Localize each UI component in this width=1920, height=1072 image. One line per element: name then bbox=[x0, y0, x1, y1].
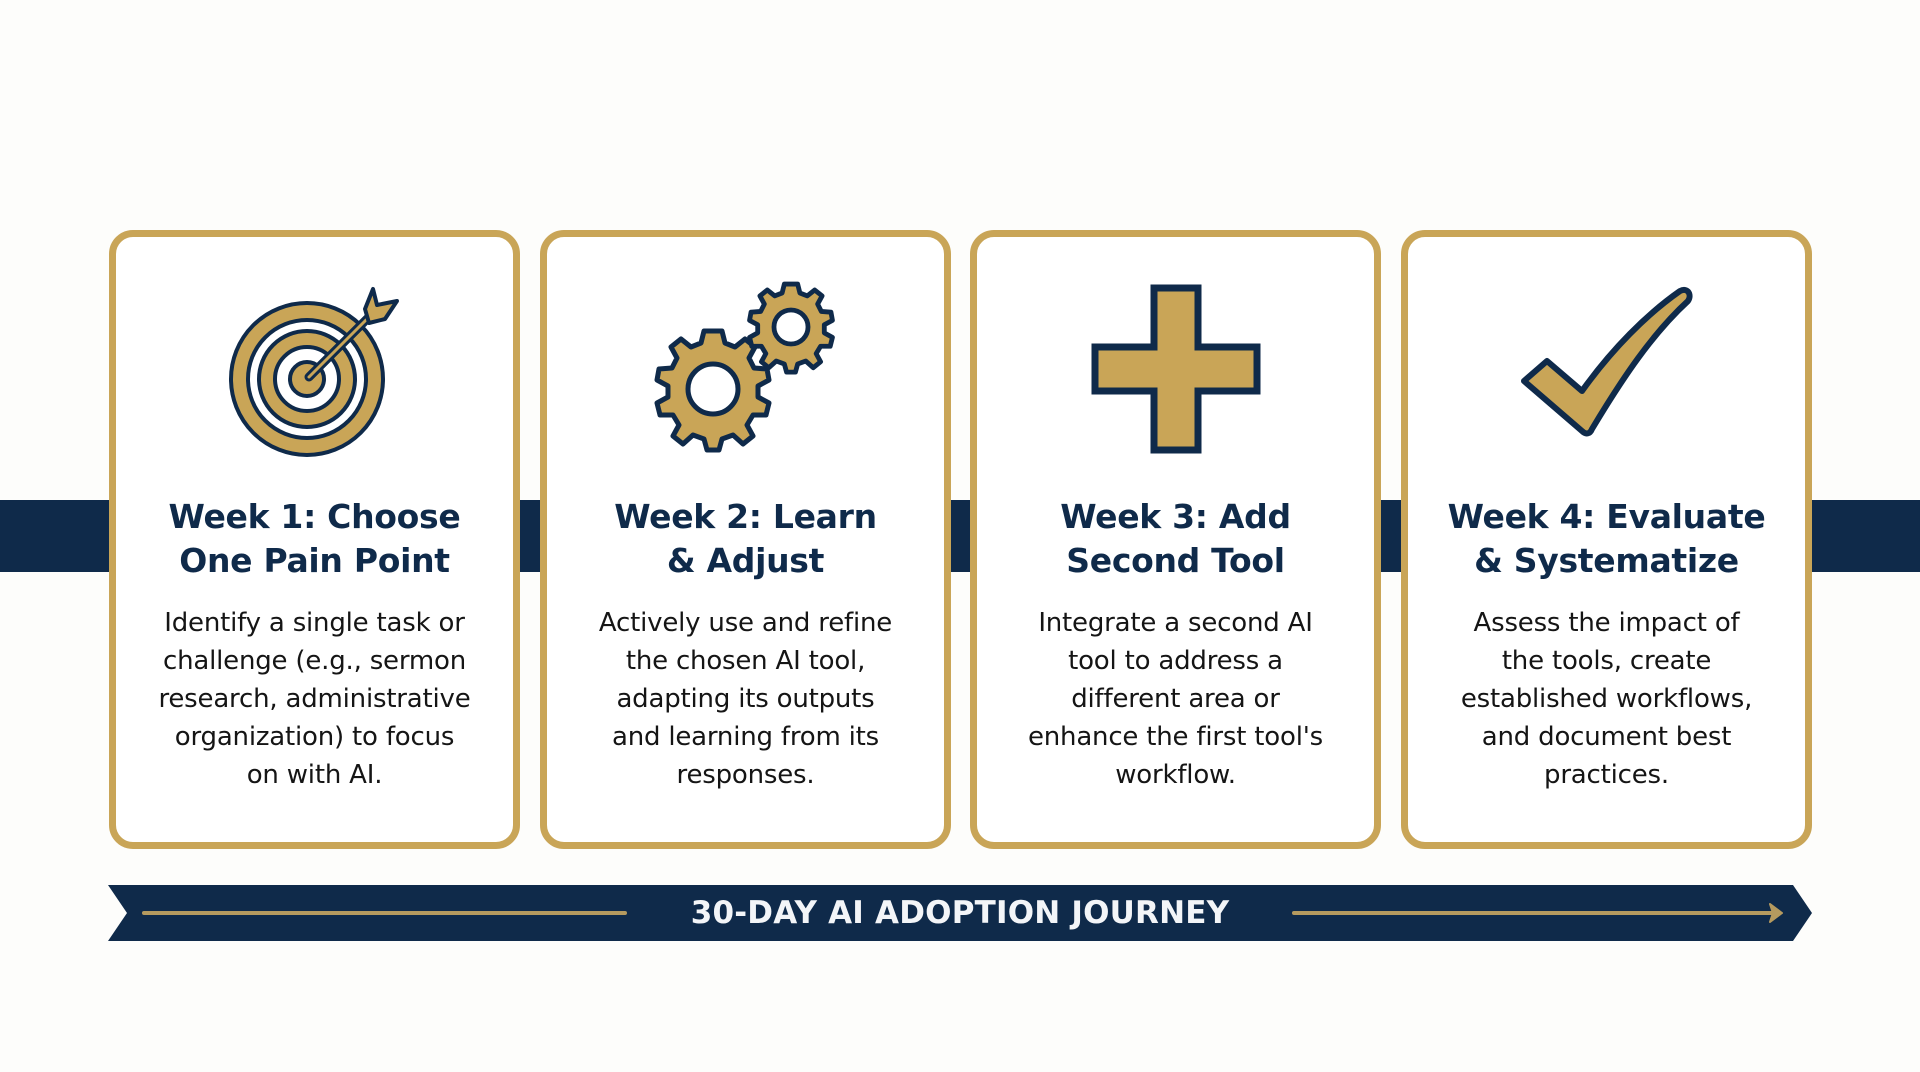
description-line: established workflows, bbox=[1460, 684, 1753, 714]
description-line: enhance the first tool's bbox=[1027, 722, 1324, 752]
description-line: challenge (e.g., sermon bbox=[163, 646, 466, 676]
step-title-line: One Pain Point bbox=[179, 541, 450, 580]
step-title-line: Week 3: Add bbox=[1060, 497, 1291, 536]
description-line: Actively use and refine bbox=[598, 608, 893, 638]
step-description: Integrate a second AI tool to address a … bbox=[985, 604, 1366, 794]
step-card-week-1: Week 1: Choose One Pain Point Identify a… bbox=[109, 230, 520, 849]
step-title-line: Week 1: Choose bbox=[168, 497, 461, 536]
description-line: on with AI. bbox=[246, 760, 383, 790]
step-title-line: Second Tool bbox=[1066, 541, 1285, 580]
target-arrow-icon bbox=[228, 287, 399, 457]
description-line: the tools, create bbox=[1501, 646, 1712, 676]
description-line: tool to address a bbox=[1068, 646, 1283, 676]
step-title: Week 2: Learn & Adjust bbox=[547, 495, 944, 583]
description-line: Integrate a second AI bbox=[1038, 608, 1313, 638]
description-line: responses. bbox=[676, 760, 815, 790]
step-title-line: & Systematize bbox=[1474, 541, 1739, 580]
step-title-line: & Adjust bbox=[666, 541, 825, 580]
description-line: research, administrative bbox=[158, 684, 471, 714]
step-card-week-2: Week 2: Learn & Adjust Actively use and … bbox=[540, 230, 951, 849]
plus-icon bbox=[1091, 284, 1260, 454]
description-line: different area or bbox=[1071, 684, 1280, 714]
description-line: and document best bbox=[1481, 722, 1732, 752]
description-line: practices. bbox=[1544, 760, 1669, 790]
banner-ribbon bbox=[108, 885, 1812, 941]
description-line: workflow. bbox=[1115, 760, 1236, 790]
step-description: Assess the impact of the tools, create e… bbox=[1416, 604, 1797, 794]
step-description: Actively use and refine the chosen AI to… bbox=[555, 604, 936, 794]
description-line: organization) to focus bbox=[174, 722, 455, 752]
description-line: adapting its outputs bbox=[616, 684, 875, 714]
description-line: and learning from its bbox=[611, 722, 880, 752]
step-card-week-3: Week 3: Add Second Tool Integrate a seco… bbox=[970, 230, 1381, 849]
arrow-right-icon bbox=[1292, 903, 1783, 923]
checkmark-icon bbox=[1520, 287, 1693, 437]
description-line: Identify a single task or bbox=[164, 608, 465, 638]
step-title: Week 1: Choose One Pain Point bbox=[116, 495, 513, 583]
gears-icon bbox=[651, 279, 841, 459]
description-line: Assess the impact of bbox=[1473, 608, 1740, 638]
step-description: Identify a single task or challenge (e.g… bbox=[124, 604, 505, 794]
step-title-line: Week 4: Evaluate bbox=[1447, 497, 1766, 536]
journey-banner: 30-DAY AI ADOPTION JOURNEY bbox=[108, 885, 1812, 941]
step-title: Week 4: Evaluate & Systematize bbox=[1408, 495, 1805, 583]
step-card-week-4: Week 4: Evaluate & Systematize Assess th… bbox=[1401, 230, 1812, 849]
step-title-line: Week 2: Learn bbox=[614, 497, 877, 536]
step-title: Week 3: Add Second Tool bbox=[977, 495, 1374, 583]
banner-title: 30-DAY AI ADOPTION JOURNEY bbox=[690, 895, 1230, 931]
description-line: the chosen AI tool, bbox=[625, 646, 866, 676]
